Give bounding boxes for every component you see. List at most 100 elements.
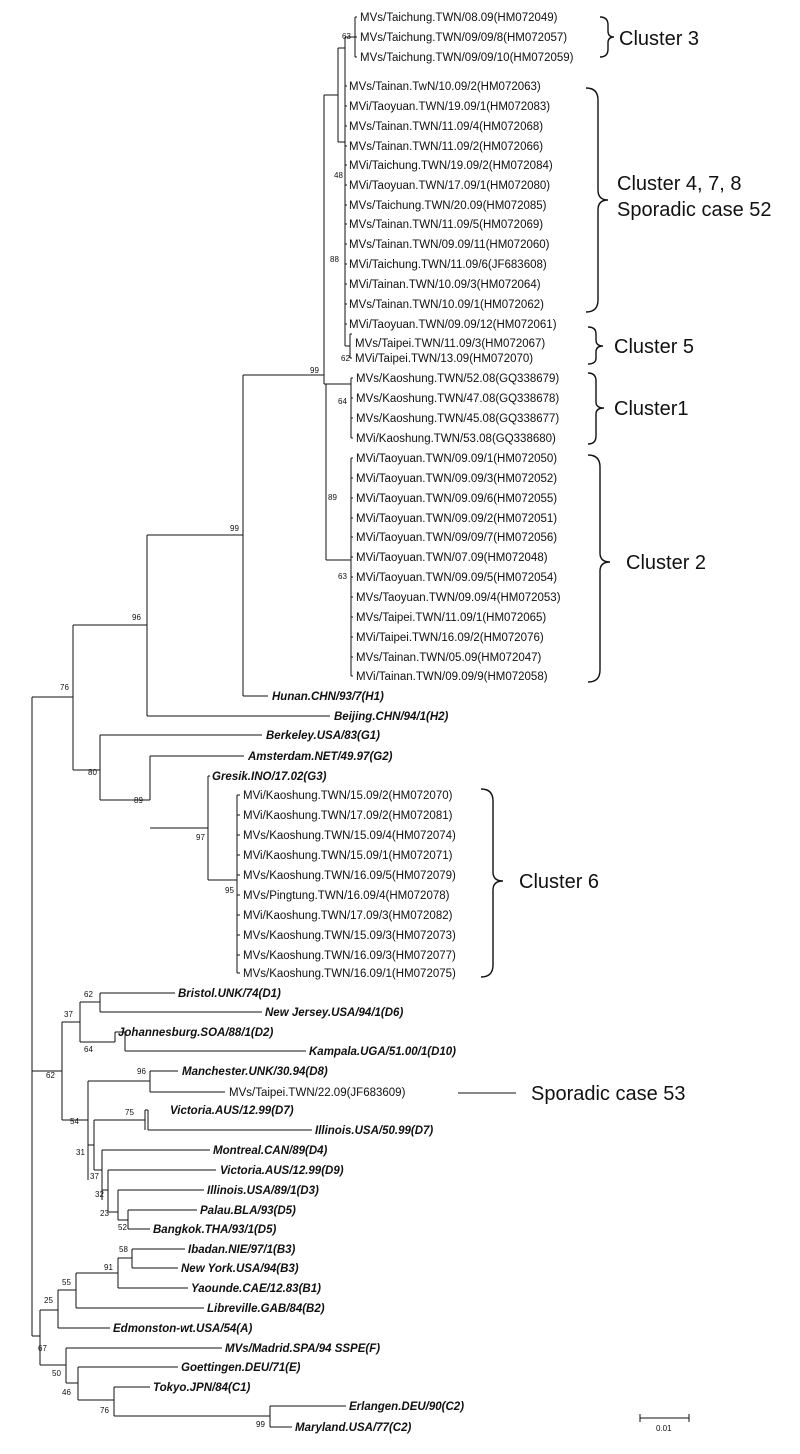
taxon-label-reference: Illinois.USA/89/1(D3) [207,1185,319,1197]
bootstrap-value: 96 [132,613,141,622]
taxon-label-reference: Manchester.UNK/30.94(D8) [182,1066,328,1078]
taxon-label-reference: MVs/Madrid.SPA/94 SSPE(F) [225,1343,380,1355]
bootstrap-value: 63 [342,32,351,41]
taxon-label-reference: Illinois.USA/50.99(D7) [315,1125,433,1137]
cluster-1-brace [587,372,605,445]
cluster-2-label: Cluster 2 [626,552,706,574]
cluster-3-label: Cluster 3 [619,28,699,50]
taxon-label: MVi/Taoyuan.TWN/17.09/1(HM072080) [349,180,550,192]
taxon-label-reference: Erlangen.DEU/90(C2) [349,1401,464,1413]
cluster-5-brace [587,326,604,365]
bootstrap-value: 62 [84,990,93,999]
taxon-label-reference: Victoria.AUS/12.99(D9) [220,1165,344,1177]
taxon-label: MVi/Taoyuan.TWN/09.09/5(HM072054) [356,572,557,584]
taxon-label: MVi/Taoyuan.TWN/07.09(HM072048) [356,552,548,564]
taxon-label: MVs/Taichung.TWN/20.09(HM072085) [349,200,547,212]
bootstrap-value: 76 [100,1406,109,1415]
taxon-label: MVi/Taoyuan.TWN/09/09/7(HM072056) [356,532,557,544]
taxon-label-reference: Gresik.INO/17.02(G3) [212,771,327,783]
taxon-label-reference: Bangkok.THA/93/1(D5) [153,1224,277,1236]
taxon-label: MVs/Tainan.TWN/11.09/4(HM072068) [349,121,543,133]
tree-branches [31,16,357,1428]
scale-bar: 0.01 [639,1414,690,1433]
bootstrap-value: 95 [225,886,234,895]
bootstrap-value: 64 [84,1045,93,1054]
bootstrap-value: 23 [100,1209,109,1218]
bootstrap-value: 99 [310,366,319,375]
bootstrap-value: 55 [62,1278,71,1287]
cluster-478-brace [585,87,609,313]
taxon-label-reference: Yaounde.CAE/12.83(B1) [191,1283,321,1295]
bootstrap-value: 96 [137,1067,146,1076]
taxon-label: MVs/Tainan.TwN/10.09/2(HM072063) [349,81,541,93]
taxon-label: MVs/Taichung.TWN/08.09(HM072049) [360,12,558,24]
taxon-label: MVs/Kaoshung.TWN/16.09/3(HM072077) [243,950,456,962]
bootstrap-values: 63 48 88 62 99 64 89 63 99 96 76 80 89 9… [38,32,351,1429]
bootstrap-value: 75 [125,1108,134,1117]
bootstrap-value: 62 [46,1071,55,1080]
taxon-label: MVs/Kaoshung.TWN/16.09/1(HM072075) [243,968,456,980]
taxon-label: MVs/Taoyuan.TWN/09.09/4(HM072053) [356,592,561,604]
taxon-label: MVi/Kaoshung.TWN/15.09/2(HM072070) [243,790,453,802]
bootstrap-value: 37 [64,1010,73,1019]
taxon-label: MVs/Tainan.TWN/05.09(HM072047) [356,652,542,664]
bootstrap-value: 99 [256,1420,265,1429]
bootstrap-value: 32 [95,1190,104,1199]
bootstrap-value: 76 [60,683,69,692]
bootstrap-value: 46 [62,1388,71,1397]
cluster-3-brace [599,16,615,58]
taxon-label: MVi/Kaoshung.TWN/15.09/1(HM072071) [243,850,453,862]
taxon-label: MVs/Kaoshung.TWN/47.08(GQ338678) [356,393,559,405]
bootstrap-value: 52 [118,1223,127,1232]
taxon-label: MVs/Kaoshung.TWN/52.08(GQ338679) [356,373,559,385]
taxon-label-reference: Victoria.AUS/12.99(D7) [170,1105,294,1117]
taxon-label: MVs/Taipei.TWN/11.09/3(HM072067) [355,338,545,350]
taxon-label: MVs/Kaoshung.TWN/15.09/3(HM072073) [243,930,456,942]
bootstrap-value: 25 [44,1296,53,1305]
bootstrap-value: 64 [338,397,347,406]
taxon-labels: MVs/Taichung.TWN/08.09(HM072049) MVs/Tai… [113,12,574,1434]
taxon-label: MVi/Taichung.TWN/11.09/6(JF683608) [349,259,547,271]
taxon-label: MVi/Taipei.TWN/16.09/2(HM072076) [356,632,544,644]
bootstrap-value: 97 [196,833,205,842]
bootstrap-value: 91 [104,1263,113,1272]
sporadic-case-53-label: Sporadic case 53 [531,1083,686,1105]
taxon-label: MVi/Tainan.TWN/10.09/3(HM072064) [349,279,541,291]
taxon-label-reference: Ibadan.NIE/97/1(B3) [188,1244,296,1256]
bootstrap-value: 89 [134,796,143,805]
taxon-label: MVi/Kaoshung.TWN/53.08(GQ338680) [356,433,556,445]
taxon-label: MVs/Taipei.TWN/22.09(JF683609) [229,1087,406,1099]
scale-bar-line [639,1414,690,1422]
cluster-6-brace [480,788,504,978]
cluster-5-label: Cluster 5 [614,336,694,358]
bootstrap-value: 37 [90,1172,99,1181]
taxon-label: MVs/Tainan.TWN/11.09/2(HM072066) [349,141,543,153]
taxon-label: MVi/Taoyuan.TWN/09.09/3(HM072052) [356,473,557,485]
taxon-label-reference: Hunan.CHN/93/7(H1) [272,691,384,703]
scale-bar-label: 0.01 [656,1424,672,1433]
cluster-1-label: Cluster1 [614,398,688,420]
taxon-label-reference: Tokyo.JPN/84(C1) [153,1382,251,1394]
taxon-label: MVi/Taipei.TWN/13.09(HM072070) [355,353,533,365]
taxon-label: MVi/Tainan.TWN/09.09/9(HM072058) [356,671,548,683]
bootstrap-value: 63 [338,572,347,581]
cluster-6-label: Cluster 6 [519,871,599,893]
taxon-label-reference: New Jersey.USA/94/1(D6) [265,1007,403,1019]
taxon-label-reference: Kampala.UGA/51.00/1(D10) [309,1046,456,1058]
taxon-label: MVi/Taoyuan.TWN/09.09/2(HM072051) [356,513,557,525]
taxon-label: MVi/Taoyuan.TWN/09.09/12(HM072061) [349,319,557,331]
bootstrap-value: 31 [76,1148,85,1157]
bootstrap-value: 62 [341,354,350,363]
taxon-label: MVs/Taichung.TWN/09/09/10(HM072059) [360,52,574,64]
taxon-label-reference: Libreville.GAB/84(B2) [207,1303,325,1315]
taxon-label-reference: Amsterdam.NET/49.97(G2) [247,751,393,763]
cluster-brackets [458,16,615,1094]
bootstrap-value: 67 [38,1344,47,1353]
bootstrap-value: 80 [88,768,97,777]
taxon-label: MVi/Kaoshung.TWN/17.09/3(HM072082) [243,910,453,922]
bootstrap-value: 50 [52,1369,61,1378]
taxon-label: MVs/Kaoshung.TWN/45.08(GQ338677) [356,413,559,425]
taxon-label: MVi/Taoyuan.TWN/09.09/1(HM072050) [356,453,557,465]
